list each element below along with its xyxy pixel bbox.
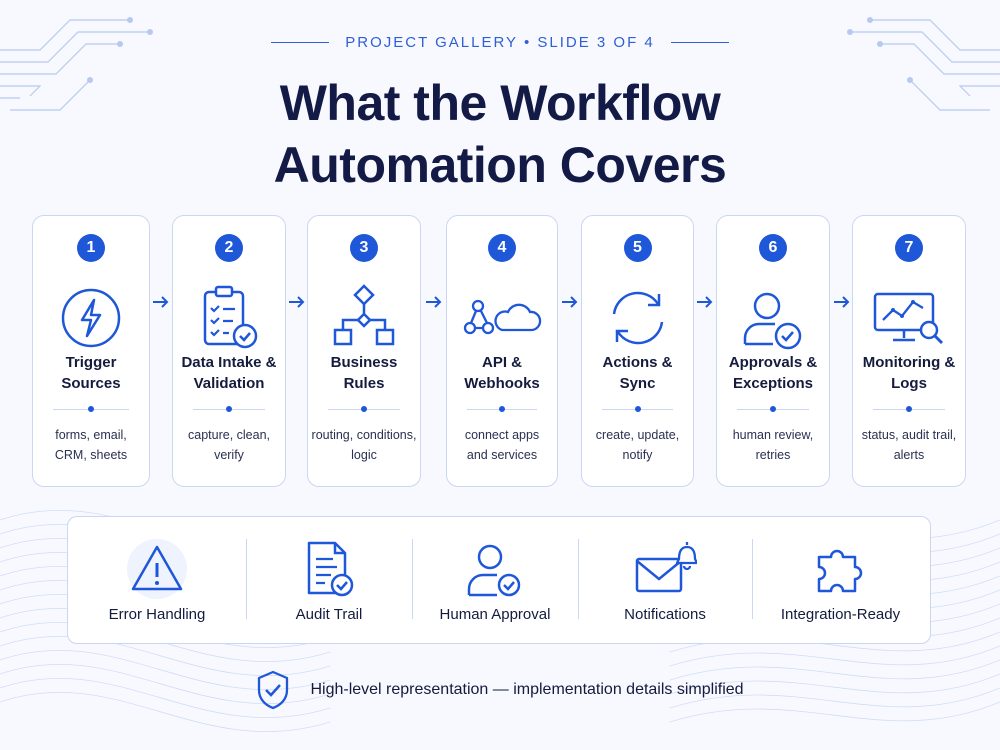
eyebrow-rule-right bbox=[670, 41, 729, 44]
step-divider-dot bbox=[499, 406, 505, 412]
feature-label: Audit Trail bbox=[295, 606, 363, 623]
arrow-right-icon bbox=[289, 296, 305, 308]
eyebrow-rule-left bbox=[271, 41, 330, 44]
mail-bell-icon bbox=[635, 542, 697, 593]
step-number-badge: 7 bbox=[895, 234, 923, 262]
circuit-traces-right bbox=[850, 19, 1000, 111]
feature-divider bbox=[412, 539, 413, 619]
document-check-icon bbox=[307, 541, 354, 597]
feature-notifications: Notifications bbox=[578, 517, 752, 642]
user-check-icon bbox=[743, 292, 802, 350]
feature-label: Notifications bbox=[624, 606, 706, 623]
webhook-cloud-icon bbox=[463, 299, 542, 335]
monitor-chart-icon bbox=[873, 292, 944, 345]
decision-flow-icon bbox=[333, 284, 395, 346]
step-card-7: 7 Monitoring &Logs status, audit trail,a… bbox=[852, 215, 966, 487]
title-line-1: What the Workflow bbox=[279, 75, 721, 131]
footer-note: High-level representation — implementati… bbox=[0, 670, 1000, 710]
step-number-badge: 3 bbox=[350, 234, 378, 262]
warning-triangle-icon bbox=[127, 539, 187, 599]
step-name: Approvals &Exceptions bbox=[728, 354, 818, 392]
step-description: capture, clean,verify bbox=[188, 428, 270, 462]
shield-check-icon bbox=[258, 670, 289, 710]
feature-divider bbox=[752, 539, 753, 619]
puzzle-piece-icon bbox=[817, 549, 862, 593]
arrow-right-icon bbox=[426, 296, 442, 308]
feature-divider bbox=[578, 539, 579, 619]
step-divider-dot bbox=[906, 406, 912, 412]
feature-label: Integration-Ready bbox=[780, 606, 901, 623]
title-line-2: Automation Covers bbox=[273, 137, 727, 193]
step-divider-dot bbox=[88, 406, 94, 412]
step-description: status, audit trail,alerts bbox=[861, 428, 957, 462]
features-panel: Error Handling Audit Trail Human Approva… bbox=[67, 516, 931, 644]
step-number-badge: 5 bbox=[623, 234, 652, 262]
page-title: What the Workflow Automation Covers bbox=[0, 72, 1000, 196]
step-number-badge: 4 bbox=[488, 234, 516, 262]
step-number-badge: 2 bbox=[215, 234, 243, 262]
arrow-right-icon bbox=[697, 296, 713, 308]
sync-arrows-icon bbox=[612, 291, 663, 345]
feature-human-approval: Human Approval bbox=[412, 517, 578, 642]
step-description: forms, email,CRM, sheets bbox=[54, 428, 128, 462]
step-description: create, update,notify bbox=[595, 428, 680, 462]
step-name: Actions &Sync bbox=[602, 354, 673, 392]
step-divider-dot bbox=[770, 406, 776, 412]
arrow-right-icon bbox=[153, 296, 169, 308]
feature-error-handling: Error Handling bbox=[68, 517, 246, 642]
clipboard-checklist-icon bbox=[203, 285, 258, 349]
eyebrow-text: PROJECT GALLERY • SLIDE 3 OF 4 bbox=[345, 34, 655, 51]
step-description: human review,retries bbox=[732, 428, 814, 462]
step-number-badge: 1 bbox=[77, 234, 105, 262]
user-check-icon bbox=[467, 544, 521, 597]
feature-label: Human Approval bbox=[439, 606, 551, 623]
arrow-right-icon bbox=[834, 296, 850, 308]
step-number-badge: 6 bbox=[759, 234, 787, 262]
step-divider-dot bbox=[226, 406, 232, 412]
feature-integration-ready: Integration-Ready bbox=[752, 517, 929, 642]
arrow-right-icon bbox=[562, 296, 578, 308]
step-divider-dot bbox=[361, 406, 367, 412]
step-name: API &Webhooks bbox=[464, 354, 540, 392]
step-name: Data Intake &Validation bbox=[181, 354, 277, 392]
feature-divider bbox=[246, 539, 247, 619]
step-card-2: 2 Data Intake &Validation capture, clean… bbox=[172, 215, 286, 487]
step-card-6: 6 Approvals &Exceptions human review,ret… bbox=[716, 215, 830, 487]
step-name: Monitoring &Logs bbox=[862, 354, 956, 392]
footer-text: High-level representation — implementati… bbox=[310, 681, 744, 698]
step-card-5: 5 Actions &Sync create, update,notify bbox=[581, 215, 694, 487]
circuit-traces-left bbox=[0, 19, 150, 111]
eyebrow: PROJECT GALLERY • SLIDE 3 OF 4 bbox=[0, 34, 1000, 51]
lightning-bolt-icon bbox=[61, 288, 121, 348]
feature-audit-trail: Audit Trail bbox=[246, 517, 412, 642]
step-description: routing, conditions,logic bbox=[311, 428, 417, 462]
feature-label: Error Handling bbox=[108, 606, 206, 623]
step-divider-dot bbox=[634, 406, 641, 412]
